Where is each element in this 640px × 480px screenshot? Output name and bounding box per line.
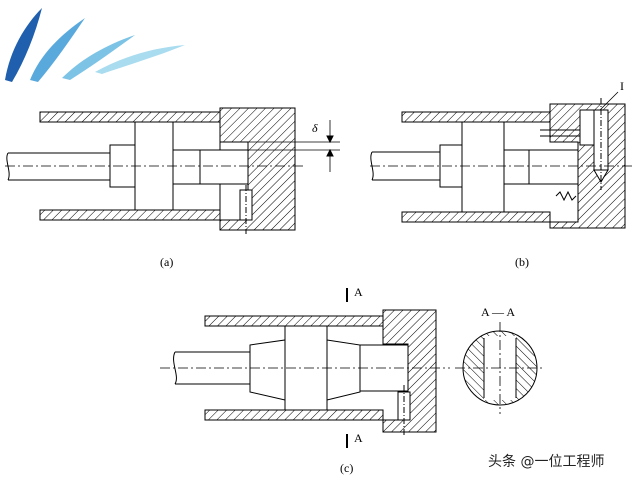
diagram-b: [370, 91, 635, 229]
barrel-top-wall-b: [401, 111, 551, 123]
brand-logo: [5, 8, 185, 82]
callout-I-label: I: [620, 79, 624, 93]
barrel-bottom-wall-c: [204, 409, 384, 421]
barrel-top-wall-a: [39, 111, 221, 123]
diagram-c: [160, 288, 450, 448]
section-mark-bottom: A: [354, 431, 363, 445]
section-mark-top: A: [354, 285, 363, 299]
barrel-bottom-wall-b: [401, 211, 551, 223]
barrel-bottom-wall-a: [39, 209, 221, 221]
watermark-text: 头条 @一位工程师: [488, 453, 604, 470]
caption-b: (b): [515, 255, 529, 269]
diagram-a: [5, 107, 340, 234]
section-view-aa: [455, 322, 545, 414]
piston-b: [461, 121, 505, 213]
end-cap-a: [219, 107, 296, 231]
end-cap-c: [382, 309, 437, 433]
section-title-aa: A — A: [481, 305, 515, 319]
caption-a: (a): [160, 255, 173, 269]
barrel-top-wall-c: [204, 315, 384, 327]
gap-delta-label: δ: [312, 121, 318, 135]
caption-c: (c): [340, 461, 353, 475]
